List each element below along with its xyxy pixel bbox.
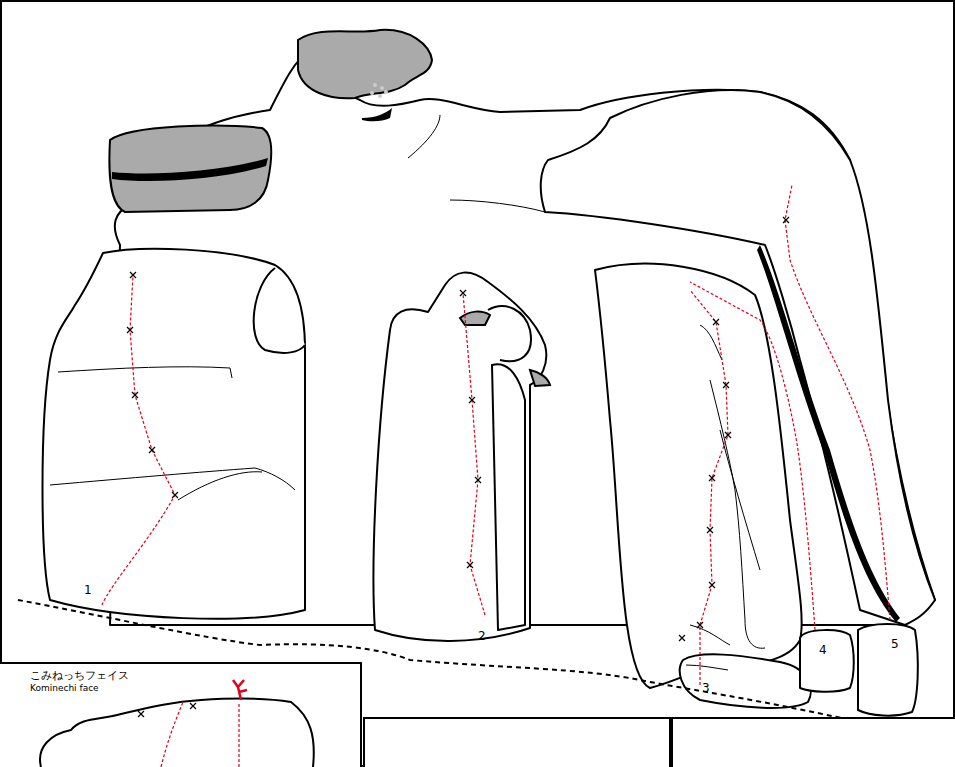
inset-sketch <box>1 662 361 767</box>
area-title: こみねっちフェイス <box>30 670 129 683</box>
area-subtitle: Kominechi face <box>30 683 99 693</box>
callout-number: 5 <box>891 638 899 650</box>
callout-number: 2 <box>478 630 486 642</box>
callout-number: 4 <box>819 644 827 656</box>
callout-number: 3 <box>702 682 710 694</box>
callout-number: 1 <box>84 584 92 596</box>
